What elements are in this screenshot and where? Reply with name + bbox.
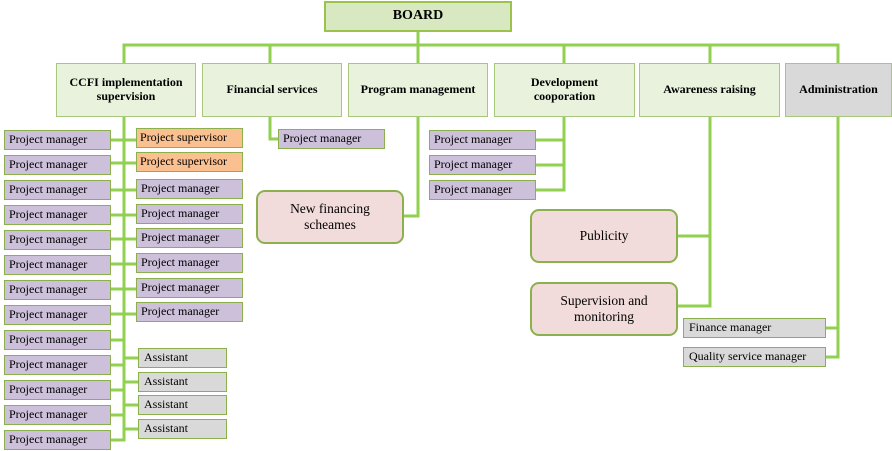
supervision-monitoring-unit: Supervision and monitoring <box>530 282 678 336</box>
dept-ccfi-implementation-supervision: CCFI implementation supervision <box>56 63 196 117</box>
ccfi-project-supervisor: Project supervisor <box>136 128 243 148</box>
ccfi-project-manager-right: Project manager <box>136 302 243 322</box>
ccfi-project-manager-right: Project manager <box>136 179 243 199</box>
financial-project-manager: Project manager <box>278 129 385 149</box>
ccfi-project-manager: Project manager <box>4 355 111 375</box>
dept-program-management: Program management <box>348 63 488 117</box>
publicity-unit: Publicity <box>530 209 678 263</box>
ccfi-project-manager: Project manager <box>4 405 111 425</box>
ccfi-assistant: Assistant <box>138 348 227 368</box>
ccfi-project-manager: Project manager <box>4 230 111 250</box>
ccfi-assistant: Assistant <box>138 419 227 439</box>
ccfi-project-manager-right: Project manager <box>136 253 243 273</box>
development-project-manager: Project manager <box>429 180 536 200</box>
ccfi-project-manager: Project manager <box>4 330 111 350</box>
ccfi-project-manager: Project manager <box>4 255 111 275</box>
development-project-manager: Project manager <box>429 130 536 150</box>
dept-awareness-raising: Awareness raising <box>639 63 780 117</box>
ccfi-project-manager: Project manager <box>4 155 111 175</box>
ccfi-project-manager: Project manager <box>4 280 111 300</box>
ccfi-project-manager: Project manager <box>4 130 111 150</box>
ccfi-assistant: Assistant <box>138 372 227 392</box>
ccfi-project-manager: Project manager <box>4 380 111 400</box>
ccfi-project-manager: Project manager <box>4 430 111 450</box>
ccfi-assistant: Assistant <box>138 395 227 415</box>
dept-development-cooporation: Development cooporation <box>494 63 635 117</box>
ccfi-project-manager-right: Project manager <box>136 278 243 298</box>
dept-financial-services: Financial services <box>202 63 342 117</box>
development-project-manager: Project manager <box>429 155 536 175</box>
ccfi-project-manager: Project manager <box>4 305 111 325</box>
quality-service-manager: Quality service manager <box>683 347 826 367</box>
board-box: BOARD <box>324 1 512 32</box>
dept-administration: Administration <box>785 63 892 117</box>
ccfi-project-supervisor: Project supervisor <box>136 152 243 172</box>
ccfi-project-manager: Project manager <box>4 205 111 225</box>
ccfi-project-manager: Project manager <box>4 180 111 200</box>
ccfi-project-manager-right: Project manager <box>136 228 243 248</box>
ccfi-project-manager-right: Project manager <box>136 204 243 224</box>
finance-manager: Finance manager <box>683 318 826 338</box>
new-financing-schemes-unit: New financing scheames <box>256 190 404 244</box>
